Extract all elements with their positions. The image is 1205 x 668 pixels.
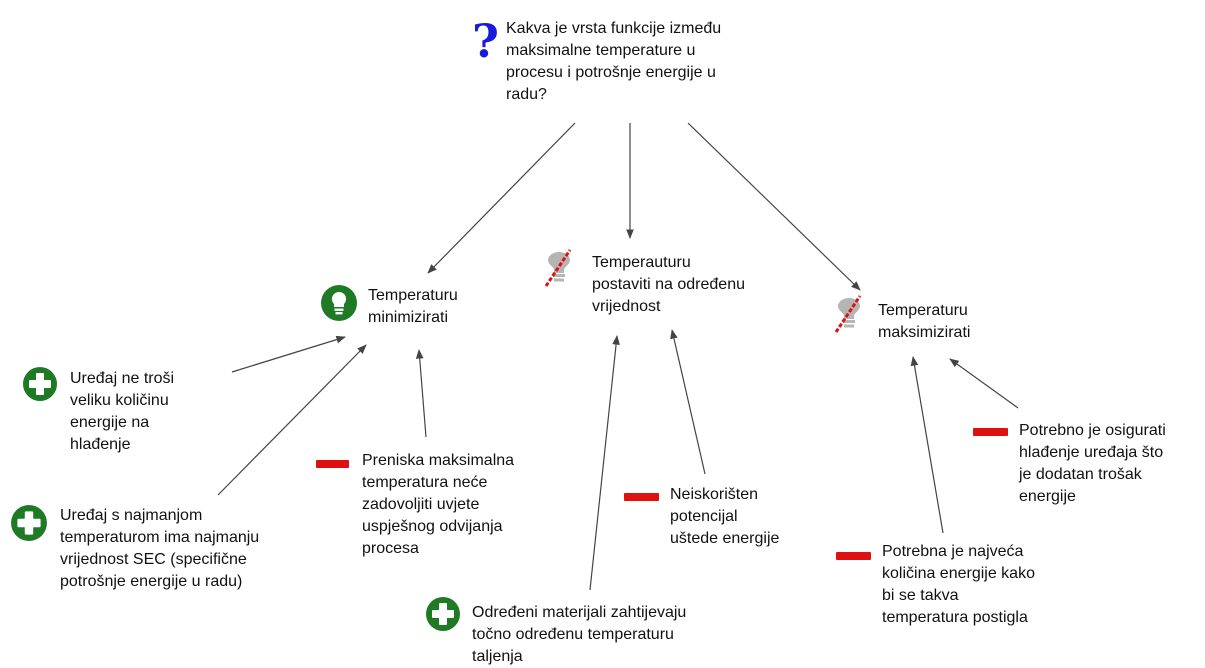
edge-pro1-min	[231, 335, 346, 373]
idea-set-value-label: Temperauturu postaviti na određenu vrije…	[592, 254, 745, 315]
edge-question-max	[687, 122, 861, 291]
argument-con-2-text: Neiskorišten potencijal uštede energije	[670, 486, 780, 547]
idea-maximize: Temperaturu maksimizirati	[830, 294, 1030, 344]
argument-con-1-text: Preniska maksimalna temperatura neće zad…	[362, 452, 515, 557]
argument-con-2: Neiskorišten potencijal uštede energije	[624, 484, 824, 564]
edge-con2-set	[670, 329, 706, 475]
question-text: Kakva je vrsta funkcije između maksimaln…	[506, 20, 722, 103]
argument-pro-1: Uređaj ne troši veliku količinu energije…	[22, 366, 222, 466]
minus-icon	[624, 493, 659, 501]
argument-pro-2-text: Uređaj s najmanjom temperaturom ima najm…	[60, 507, 260, 590]
argument-con-4-text: Potrebno je osigurati hlađenje uređaja š…	[1019, 422, 1166, 505]
edge-pro2-min	[217, 344, 367, 496]
idea-minimize: Temperaturu minimizirati	[320, 282, 520, 332]
minus-icon	[973, 428, 1008, 436]
argument-pro-3-text: Određeni materijali zahtijevaju točno od…	[472, 604, 687, 665]
argument-con-4: Potrebno je osigurati hlađenje uređaja š…	[973, 420, 1203, 520]
idea-set-value: Temperauturu postaviti na određenu vrije…	[540, 248, 780, 320]
idea-maximize-label: Temperaturu maksimizirati	[878, 302, 971, 341]
question-node: ? Kakva je vrsta funkcije između maksima…	[472, 16, 802, 126]
argument-con-3-text: Potrebna je najveća količina energije ka…	[882, 543, 1035, 626]
lightbulb-rejected-icon	[834, 295, 862, 333]
edge-question-min	[427, 122, 576, 274]
argument-con-3: Potrebna je najveća količina energije ka…	[836, 541, 1076, 641]
edge-con1-min	[415, 349, 427, 438]
argument-pro-2: Uređaj s najmanjom temperaturom ima najm…	[10, 504, 310, 604]
edge-pro3-set	[589, 335, 620, 591]
plus-icon	[23, 367, 57, 401]
plus-icon	[426, 597, 460, 631]
argument-pro-1-text: Uređaj ne troši veliku količinu energije…	[70, 370, 175, 453]
lightbulb-rejected-icon	[544, 249, 572, 287]
minus-icon	[316, 460, 349, 468]
argument-con-1: Preniska maksimalna temperatura neće zad…	[316, 450, 576, 570]
edge-con3-max	[910, 356, 944, 534]
plus-icon	[11, 505, 47, 541]
edge-con4-max	[949, 358, 1019, 409]
minus-icon	[836, 552, 871, 560]
argument-pro-3: Određeni materijali zahtijevaju točno od…	[425, 596, 745, 668]
question-icon: ?	[472, 14, 499, 68]
idea-minimize-label: Temperaturu minimizirati	[368, 287, 458, 326]
lightbulb-icon	[321, 285, 357, 321]
